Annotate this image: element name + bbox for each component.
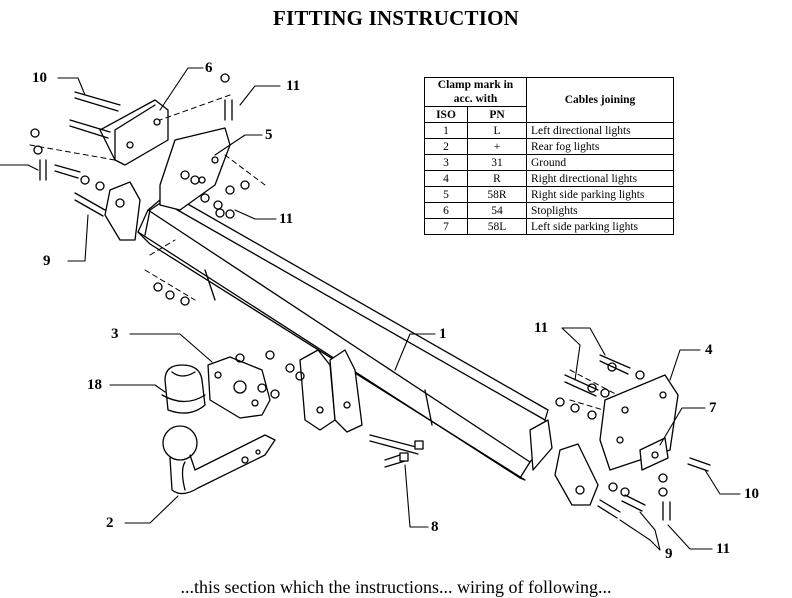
bracket-7: [639, 437, 669, 471]
iso-cell: 1: [424, 122, 468, 139]
callout-10-right: 10: [744, 486, 759, 502]
cable-cell: Right side parking lights: [526, 186, 674, 203]
bolts-left: [30, 73, 250, 306]
header-clamp-mark: Clamp mark in acc. with: [424, 77, 527, 107]
footer-text-cut: ...this section which the instructions..…: [180, 577, 612, 597]
callout-18: 18: [87, 377, 102, 393]
callout-5: 5: [265, 127, 273, 143]
iso-cell: 4: [424, 170, 468, 187]
iso-cell: 3: [424, 154, 468, 171]
pn-cell: L: [467, 122, 527, 139]
callout-11-bottom: 11: [716, 541, 731, 557]
table-row: 1 L Left directional lights: [424, 122, 674, 139]
callout-3: 3: [111, 326, 119, 342]
header-pn: PN: [467, 106, 527, 123]
crossbar: [137, 194, 553, 481]
cable-cell: Right directional lights: [526, 170, 674, 187]
iso-cell: 7: [424, 218, 468, 235]
cable-joining-table: Clamp mark in acc. with Cables joining I…: [424, 77, 674, 235]
leader-lines: [0, 67, 741, 551]
pn-cell: 31: [467, 154, 527, 171]
callout-11-left: 11: [279, 211, 294, 227]
callout-4: 4: [705, 342, 713, 358]
callout-10-top-left: 10: [32, 70, 47, 86]
header-cables-joining: Cables joining: [526, 77, 674, 123]
callout-2: 2: [106, 515, 114, 531]
mount-plates: [299, 349, 424, 468]
table-row: 2 + Rear fog lights: [424, 138, 674, 155]
table-row: 4 R Right directional lights: [424, 170, 674, 187]
iso-cell: 5: [424, 186, 468, 203]
pn-cell: +: [467, 138, 527, 155]
callout-11-top: 11: [286, 78, 301, 94]
pn-cell: 58R: [467, 186, 527, 203]
iso-cell: 2: [424, 138, 468, 155]
bolts-right: [555, 354, 711, 521]
iso-cell: 6: [424, 202, 468, 219]
cable-cell: Left side parking lights: [526, 218, 674, 235]
table-row: 6 54 Stoplights: [424, 202, 674, 219]
cable-cell: Rear fog lights: [526, 138, 674, 155]
cable-cell: Stoplights: [526, 202, 674, 219]
callout-9-left: 9: [43, 253, 51, 269]
table-row: 7 58L Left side parking lights: [424, 218, 674, 235]
cable-cell: Ground: [526, 154, 674, 171]
callout-1: 1: [439, 326, 447, 342]
callout-6: 6: [205, 60, 213, 76]
socket-plate: [207, 350, 305, 419]
callout-7: 7: [709, 400, 717, 416]
table-row: 3 31 Ground: [424, 154, 674, 171]
towball-arm: [162, 425, 276, 495]
pn-cell: 54: [467, 202, 527, 219]
table-row: 5 58R Right side parking lights: [424, 186, 674, 203]
callout-9-right: 9: [665, 546, 673, 562]
pn-cell: R: [467, 170, 527, 187]
towball-cover: [161, 364, 206, 414]
cable-cell: Left directional lights: [526, 122, 674, 139]
left-bracket: [104, 127, 231, 241]
callout-8: 8: [431, 519, 439, 535]
header-iso: ISO: [424, 106, 468, 123]
callout-11-right: 11: [534, 320, 549, 336]
pn-cell: 58L: [467, 218, 527, 235]
page-title: FITTING INSTRUCTION: [273, 6, 519, 30]
